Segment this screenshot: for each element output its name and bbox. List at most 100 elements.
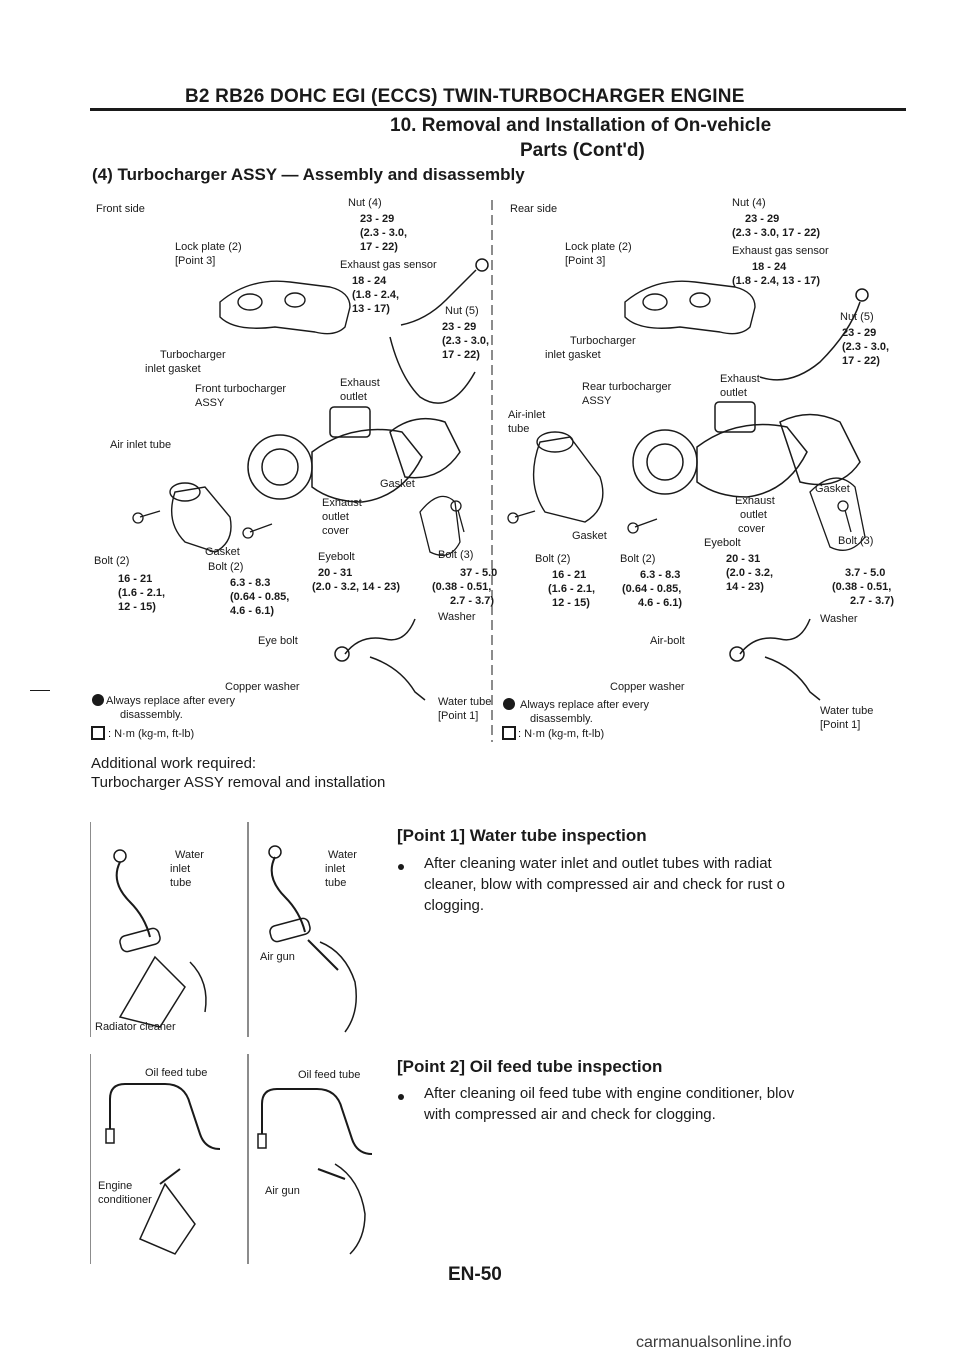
front-bolt2b-torque-1: 6.3 - 8.3 — [230, 577, 270, 589]
point2-body: After cleaning oil feed tube with engine… — [424, 1083, 794, 1125]
front-bolt2a-label: Bolt (2) — [94, 555, 129, 567]
point2-line-2: with compressed air and check for cloggi… — [424, 1106, 716, 1123]
front-nut4-torque-2: (2.3 - 3.0, — [360, 227, 407, 239]
margin-mark — [30, 690, 50, 691]
rear-bolt3-torque-2: (0.38 - 0.51, — [832, 581, 891, 593]
point1-fig-cleaner: Radiator cleaner — [95, 1021, 176, 1033]
point2-line-1: After cleaning oil feed tube with engine… — [424, 1085, 795, 1102]
rear-outlet-cover-1: Exhaust — [735, 495, 775, 507]
front-eyebolt-torque-1: 20 - 31 — [318, 567, 352, 579]
additional-line-1: Additional work required: — [91, 755, 257, 772]
rear-air-bolt-label: Air-bolt — [650, 635, 685, 647]
rear-eyebolt-torque-1: 20 - 31 — [726, 553, 760, 565]
front-bolt3-torque-3: 2.7 - 3.7) — [450, 595, 494, 607]
front-legend-replace-2: disassembly. — [120, 709, 183, 721]
rear-air-inlet-1: Air-inlet — [508, 409, 545, 421]
replace-symbol-icon — [503, 698, 515, 710]
rear-outlet-cover-3: cover — [738, 523, 765, 535]
rear-sensor-wire — [759, 288, 869, 381]
rear-nut5-torque-3: 17 - 22) — [842, 355, 880, 367]
front-bolt2a-torque-3: 12 - 15) — [118, 601, 156, 613]
front-legend-torque: : N·m (kg-m, ft-lb) — [108, 728, 194, 740]
front-exhaust-outlet-1: Exhaust — [340, 377, 380, 389]
front-washer-label: Washer — [438, 611, 476, 623]
rear-nut5-torque-1: 23 - 29 — [842, 327, 876, 339]
front-turbo-assy-1: Front turbocharger — [195, 383, 286, 395]
front-air-inlet-tube-label: Air inlet tube — [110, 439, 171, 451]
point2-fig-right-label: Oil feed tube — [298, 1069, 360, 1081]
point2-fig-conditioner: conditioner — [98, 1194, 152, 1206]
front-sensor-torque-3: 13 - 17) — [352, 303, 390, 315]
point1-fig-left-water: Water — [175, 849, 204, 861]
front-eye-bolt-label: Eye bolt — [258, 635, 298, 647]
rear-sensor-torque-1: 18 - 24 — [752, 261, 787, 273]
front-outlet-cover-2: outlet — [322, 511, 349, 523]
rear-copper-washer-label: Copper washer — [610, 681, 685, 693]
front-eyebolt-label: Eyebolt — [318, 551, 355, 563]
rear-nut4-torque-1: 23 - 29 — [745, 213, 779, 225]
header-title: B2 RB26 DOHC EGI (ECCS) TWIN-TURBOCHARGE… — [185, 86, 745, 107]
rear-turbo-assy-1: Rear turbocharger — [582, 381, 672, 393]
rear-lock-plate-point: [Point 3] — [565, 255, 605, 267]
front-bolt3-label: Bolt (3) — [438, 549, 473, 561]
rear-turbo-gasket-1: Turbocharger — [570, 335, 636, 347]
front-bolt2b-torque-3: 4.6 - 6.1) — [230, 605, 274, 617]
point1-title: [Point 1] Water tube inspection — [397, 826, 647, 845]
rear-turbo-assy-2: ASSY — [582, 395, 612, 407]
front-outlet-cover-1: Exhaust — [322, 497, 362, 509]
front-nut5-torque-2: (2.3 - 3.0, — [442, 335, 489, 347]
rear-turbo-gasket-2: inlet gasket — [545, 349, 601, 361]
point2-fig-engine: Engine — [98, 1180, 132, 1192]
point1-fig-air-gun: Air gun — [260, 951, 295, 963]
section-title: 10. Removal and Installation of On-vehic… — [390, 115, 772, 136]
front-exhaust-outlet-2: outlet — [340, 391, 367, 403]
front-air-inlet-tube — [169, 482, 232, 553]
replace-symbol-icon — [92, 694, 104, 706]
point1-fig-right-tube: tube — [325, 877, 346, 889]
front-nut4-label: Nut (4) — [348, 197, 382, 209]
point1-line-2: cleaner, blow with compressed air and ch… — [424, 876, 786, 893]
rear-bolt2a-torque-2: (1.6 - 2.1, — [548, 583, 595, 595]
front-turbo-assy-2: ASSY — [195, 397, 225, 409]
torque-symbol-icon — [502, 726, 516, 740]
front-nut5-label: Nut (5) — [445, 305, 479, 317]
rear-exhaust-outlet-1: Exhaust — [720, 373, 760, 385]
rear-outlet-cover-2: outlet — [740, 509, 767, 521]
rear-legend-torque: : N·m (kg-m, ft-lb) — [518, 728, 604, 740]
rear-bolt2a-torque-1: 16 - 21 — [552, 569, 586, 581]
rear-lock-plate-label: Lock plate (2) — [565, 241, 632, 253]
front-exhaust-manifold — [219, 280, 351, 335]
point1-fig-right-inlet: inlet — [325, 863, 345, 875]
front-turbocharger-body — [247, 406, 461, 503]
point2-figure-left: Oil feed tube Engine conditioner — [90, 1054, 249, 1264]
front-water-tube-1: Water tube — [438, 696, 491, 708]
rear-bolt2b-label: Bolt (2) — [620, 553, 655, 565]
front-lock-plate-point: [Point 3] — [175, 255, 215, 267]
point1-figure-right: Water inlet tube Air gun — [260, 845, 357, 1033]
rear-nut5-torque-2: (2.3 - 3.0, — [842, 341, 889, 353]
rear-bolts — [507, 500, 852, 534]
front-sensor-torque-2: (1.8 - 2.4, — [352, 289, 399, 301]
front-bolts — [132, 500, 465, 539]
front-water-tube-2: [Point 1] — [438, 710, 478, 722]
rear-exhaust-outlet-2: outlet — [720, 387, 747, 399]
rear-eyebolt-torque-2: (2.0 - 3.2, — [726, 567, 773, 579]
rear-legend-replace-2: disassembly. — [530, 713, 593, 725]
front-lock-plate-label: Lock plate (2) — [175, 241, 242, 253]
front-water-tube — [334, 618, 426, 701]
front-nut5-torque-3: 17 - 22) — [442, 349, 480, 361]
rear-sensor-torque-2: (1.8 - 2.4, 13 - 17) — [732, 275, 820, 287]
rear-side-label: Rear side — [510, 203, 557, 215]
rear-bolt2a-torque-3: 12 - 15) — [552, 597, 590, 609]
page-number: EN-50 — [448, 1264, 502, 1285]
point1-fig-left-tube: tube — [170, 877, 191, 889]
front-bolt2a-torque-2: (1.6 - 2.1, — [118, 587, 165, 599]
rear-legend-replace-1: Always replace after every — [520, 699, 649, 711]
front-gasket2-label: Gasket — [205, 546, 240, 558]
front-nut4-torque-1: 23 - 29 — [360, 213, 394, 225]
rear-washer-label: Washer — [820, 613, 858, 625]
front-exhaust-outlet-cover — [419, 495, 461, 556]
rear-exhaust-outlet-cover — [809, 477, 866, 551]
rear-bolt3-label: Bolt (3) — [838, 535, 873, 547]
point2-bullet — [398, 1094, 404, 1100]
